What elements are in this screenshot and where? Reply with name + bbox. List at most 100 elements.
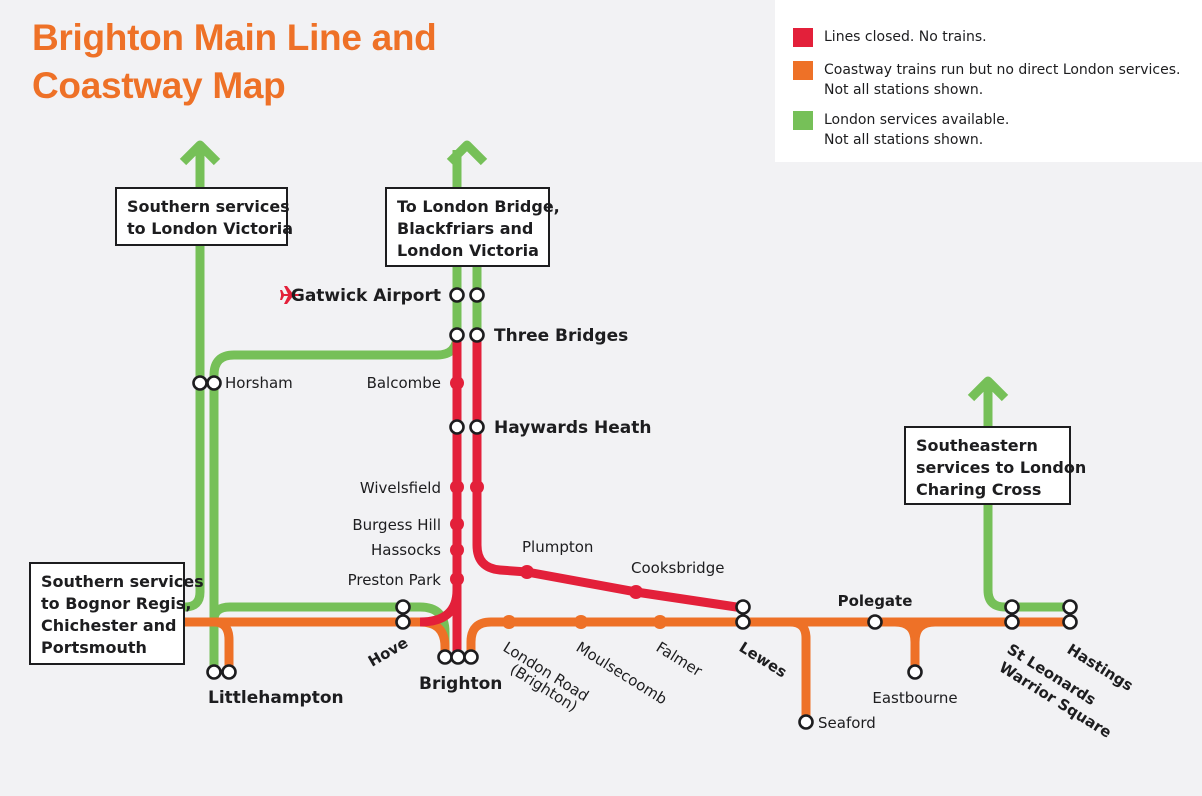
line-littlehampton-spur (213, 617, 234, 672)
station-ring-eastbourne (907, 664, 923, 680)
line-seaford-branch (789, 617, 811, 722)
station-ring-lewes (735, 599, 751, 615)
station-label-hassocks: Hassocks (371, 541, 441, 559)
line-lewes-closed (472, 340, 744, 613)
destination-line: services to London (916, 458, 1087, 477)
map-title-line2: Coastway Map (32, 65, 286, 106)
legend-swatch-coastway (793, 61, 813, 80)
station-dot-burgess-hill (450, 517, 464, 531)
destination-line: Charing Cross (916, 480, 1042, 499)
station-ring-brighton (463, 649, 479, 665)
destination-box-london-bridge: To London Bridge, Blackfriars and London… (385, 187, 560, 267)
station-dot-hassocks (450, 543, 464, 557)
station-ring-littlehampton (221, 664, 237, 680)
station-ring-hove (395, 599, 411, 615)
station-ring-st-leonards (1004, 614, 1020, 630)
station-ring-littlehampton (206, 664, 222, 680)
station-ring-seaford (798, 714, 814, 730)
station-ring-gatwick (469, 287, 485, 303)
station-label-lewes: Lewes (736, 638, 790, 681)
station-ring-st-leonards (1004, 599, 1020, 615)
legend: Lines closed. No trains. Coastway trains… (775, 0, 1202, 162)
station-dot-moulsecoomb (574, 615, 588, 629)
destination-line: to London Victoria (127, 219, 294, 238)
station-ring-brighton (437, 649, 453, 665)
station-label-hove: Hove (365, 633, 411, 670)
station-label-seaford: Seaford (818, 714, 876, 732)
station-dot-preston-park (450, 572, 464, 586)
station-label-brighton: Brighton (419, 674, 502, 694)
station-dot-wivelsfield-slow (470, 480, 484, 494)
airplane-icon (280, 286, 300, 304)
legend-note-coastway: Not all stations shown. (824, 82, 984, 98)
legend-swatch-closed (793, 28, 813, 47)
station-label-littlehampton: Littlehampton (208, 688, 344, 708)
station-ring-hastings (1062, 599, 1078, 615)
station-label-balcombe: Balcombe (367, 374, 441, 392)
line-east-coastway (466, 617, 1070, 657)
station-dot-balcombe (450, 376, 464, 390)
station-dot-wivelsfield-fast (450, 480, 464, 494)
station-label-haywards-heath: Haywards Heath (494, 418, 651, 438)
station-label-plumpton: Plumpton (522, 538, 593, 556)
station-ring-gatwick (449, 287, 465, 303)
station-ring-haywards-heath (469, 419, 485, 435)
legend-note-london: Not all stations shown. (824, 132, 984, 148)
station-label-gatwick: Gatwick Airport (291, 286, 441, 306)
map-title-line1: Brighton Main Line and (32, 17, 437, 58)
line-coastway-green (209, 602, 450, 657)
closed-stations (450, 376, 643, 599)
station-label-preston-park: Preston Park (348, 571, 442, 589)
destination-line: To London Bridge, (397, 197, 560, 216)
legend-swatch-london (793, 111, 813, 130)
up-arrow-icon (967, 376, 1009, 402)
legend-text-coastway: Coastway trains run but no direct London… (824, 62, 1181, 78)
station-label-horsham: Horsham (225, 374, 293, 392)
station-dot-london-road (502, 615, 516, 629)
station-ring-three-bridges (469, 327, 485, 343)
up-arrow-icon (446, 140, 488, 166)
station-ring-lewes (735, 614, 751, 630)
station-ring-horsham (206, 375, 222, 391)
legend-item-closed: Lines closed. No trains. (793, 27, 987, 47)
destination-line: to Bognor Regis, (41, 594, 192, 613)
station-dot-falmer (653, 615, 667, 629)
destination-line: Southeastern (916, 436, 1038, 455)
destination-line: Southern services (41, 572, 204, 591)
station-label-polegate: Polegate (838, 592, 913, 610)
station-ring-horsham (192, 375, 208, 391)
closed-lines (419, 340, 744, 657)
destination-box-victoria-west: Southern services to London Victoria (115, 187, 294, 246)
destination-line: London Victoria (397, 241, 539, 260)
line-eastbourne-branch (894, 617, 936, 672)
station-label-wivelsfield: Wivelsfield (360, 479, 441, 497)
legend-item-coastway: Coastway trains run but no direct London… (793, 60, 1180, 100)
station-ring-brighton (450, 649, 466, 665)
destination-line: Southern services (127, 197, 290, 216)
station-ring-polegate (867, 614, 883, 630)
up-arrow-icon (179, 140, 221, 166)
station-dot-cooksbridge (629, 585, 643, 599)
legend-text-closed: Lines closed. No trains. (824, 29, 987, 45)
station-ring-haywards-heath (449, 419, 465, 435)
map-title: Brighton Main Line and Coastway Map (32, 14, 437, 110)
destination-box-charing-cross: Southeastern services to London Charing … (904, 426, 1087, 505)
destination-line: Chichester and (41, 616, 177, 635)
station-label-three-bridges: Three Bridges (494, 326, 628, 346)
legend-text-london: London services available. (824, 112, 1010, 128)
destination-line: Blackfriars and (397, 219, 534, 238)
station-label-burgess-hill: Burgess Hill (352, 516, 441, 534)
legend-item-london: London services available. Not all stati… (793, 110, 1009, 150)
station-ring-hove (395, 614, 411, 630)
destination-box-bognor: Southern services to Bognor Regis, Chich… (29, 562, 204, 665)
station-dot-plumpton (520, 565, 534, 579)
station-label-cooksbridge: Cooksbridge (631, 559, 724, 577)
destination-line: Portsmouth (41, 638, 147, 657)
station-label-falmer: Falmer (653, 638, 706, 681)
station-label-eastbourne: Eastbourne (872, 689, 957, 707)
station-ring-hastings (1062, 614, 1078, 630)
line-bognor-green (184, 383, 205, 612)
station-ring-three-bridges (449, 327, 465, 343)
interchange-stations (192, 287, 1078, 730)
